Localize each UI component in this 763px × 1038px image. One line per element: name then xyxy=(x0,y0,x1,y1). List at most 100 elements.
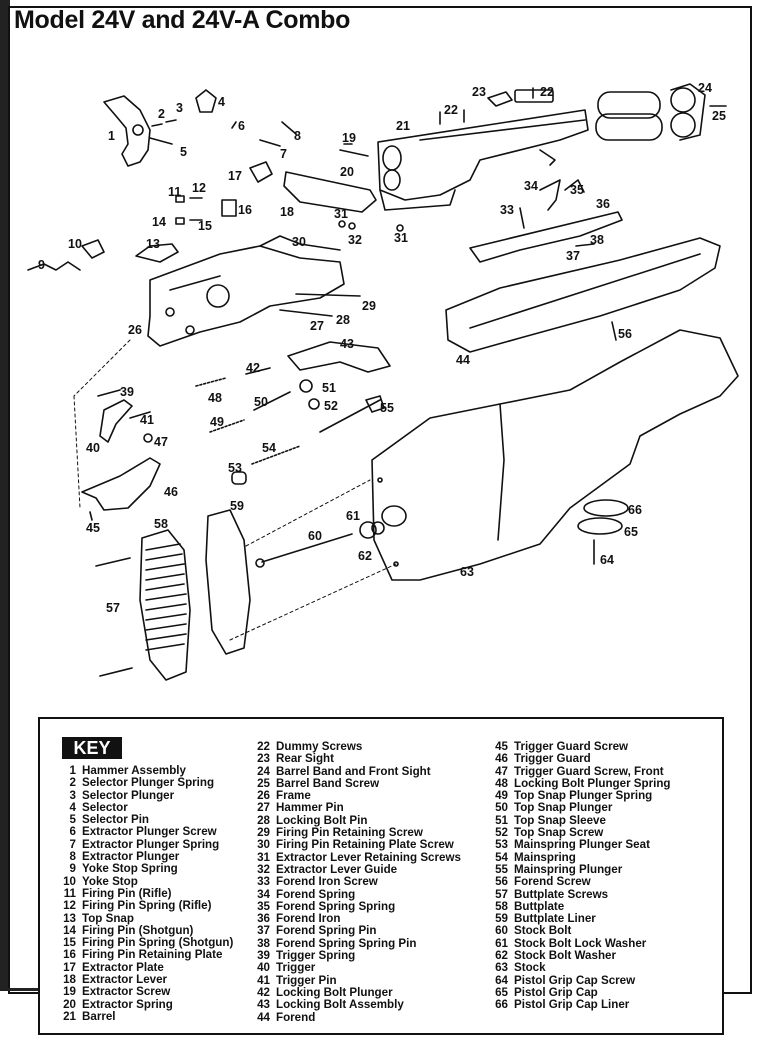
part-name: Firing Pin Spring (Rifle) xyxy=(82,899,212,913)
part-name: Forend Spring xyxy=(276,887,356,901)
part-number: 42 xyxy=(257,985,270,999)
part-name: Yoke Stop xyxy=(82,874,138,888)
diagram-label: 46 xyxy=(164,485,178,499)
part-name: Buttplate xyxy=(514,899,565,913)
part-number: 35 xyxy=(257,899,270,913)
part-number: 62 xyxy=(495,949,508,963)
part-name: Extractor Plate xyxy=(82,960,164,974)
diagram-label: 8 xyxy=(294,129,301,143)
parts-key-item: 1 Hammer Assembly xyxy=(58,764,233,777)
buttplate-drawing xyxy=(95,509,251,681)
diagram-label: 53 xyxy=(228,461,242,475)
diagram-label: 66 xyxy=(628,503,642,517)
diagram-label: 56 xyxy=(618,327,632,341)
part-name: Top Snap Plunger Spring xyxy=(514,789,653,803)
part-number: 1 xyxy=(69,764,76,777)
part-name: Barrel Band and Front Sight xyxy=(276,764,431,778)
part-name: Forend Screw xyxy=(514,875,591,889)
diagram-label: 15 xyxy=(198,219,212,233)
part-name: Top Snap Plunger xyxy=(514,801,613,815)
part-number: 10 xyxy=(63,874,76,888)
part-number: 39 xyxy=(257,949,270,963)
part-number: 7 xyxy=(69,837,76,851)
part-number: 41 xyxy=(257,973,270,987)
diagram-label: 54 xyxy=(262,441,276,455)
diagram-label: 7 xyxy=(280,147,287,161)
part-name: Pistol Grip Cap Liner xyxy=(514,998,630,1012)
part-name: Pistol Grip Cap xyxy=(514,985,598,999)
diagram-label: 40 xyxy=(86,441,100,455)
part-name: Hammer Assembly xyxy=(82,764,186,777)
diagram-label: 5 xyxy=(180,145,187,159)
part-number: 18 xyxy=(63,973,76,987)
diagram-label: 17 xyxy=(228,169,242,183)
part-name: Extractor Lever xyxy=(82,973,168,987)
part-name: Locking Bolt Plunger xyxy=(276,985,393,999)
part-name: Yoke Stop Spring xyxy=(82,862,178,876)
part-number: 37 xyxy=(257,924,270,938)
part-number: 2 xyxy=(69,776,76,790)
part-name: Firing Pin (Shotgun) xyxy=(82,923,194,937)
diagram-label: 59 xyxy=(230,499,244,513)
diagram-label: 37 xyxy=(566,249,580,263)
stock-bolt-drawing xyxy=(255,521,385,568)
diagram-label: 32 xyxy=(348,233,362,247)
diagram-label: 64 xyxy=(600,553,614,567)
parts-key-item: 66 Pistol Grip Cap Liner xyxy=(492,998,671,1012)
firing-pin-parts-drawing xyxy=(27,195,237,271)
grip-cap-drawing xyxy=(577,499,629,565)
diagram-label: 44 xyxy=(456,353,470,367)
bottom-edge-bar xyxy=(0,988,45,991)
part-name: Stock Bolt Lock Washer xyxy=(514,936,647,950)
diagram-label: 19 xyxy=(342,131,356,145)
part-name: Forend Spring Spring xyxy=(276,899,396,913)
part-number: 34 xyxy=(257,887,270,901)
diagram-label: 49 xyxy=(210,415,224,429)
part-name: Extractor Plunger Screw xyxy=(82,825,217,839)
part-name: Mainspring Plunger Seat xyxy=(514,838,650,852)
part-name: Top Snap xyxy=(82,911,134,925)
part-name: Barrel xyxy=(82,1009,116,1023)
diagram-label: 61 xyxy=(346,509,360,523)
diagram-label: 65 xyxy=(624,525,638,539)
part-name: Extractor Plunger Spring xyxy=(82,837,220,851)
part-number: 4 xyxy=(69,800,76,814)
part-number: 56 xyxy=(495,875,508,889)
part-name: Forend Spring Pin xyxy=(276,924,377,938)
part-number: 23 xyxy=(257,752,270,766)
part-number: 9 xyxy=(69,862,76,876)
part-number: 57 xyxy=(495,887,508,901)
diagram-label: 1 xyxy=(108,129,115,143)
parts-key-box xyxy=(38,717,724,1035)
part-number: 66 xyxy=(495,998,508,1012)
diagram-label: 55 xyxy=(380,401,394,415)
parts-key-item: 34 Forend Spring xyxy=(254,887,461,901)
diagram-label: 4 xyxy=(218,95,225,109)
part-name: Stock Bolt Washer xyxy=(514,949,616,963)
part-number: 6 xyxy=(69,825,76,839)
part-name: Mainspring Plunger xyxy=(514,862,623,876)
diagram-label: 51 xyxy=(322,381,336,395)
diagram-label: 26 xyxy=(128,323,142,337)
part-name: Trigger Guard Screw xyxy=(514,740,629,753)
